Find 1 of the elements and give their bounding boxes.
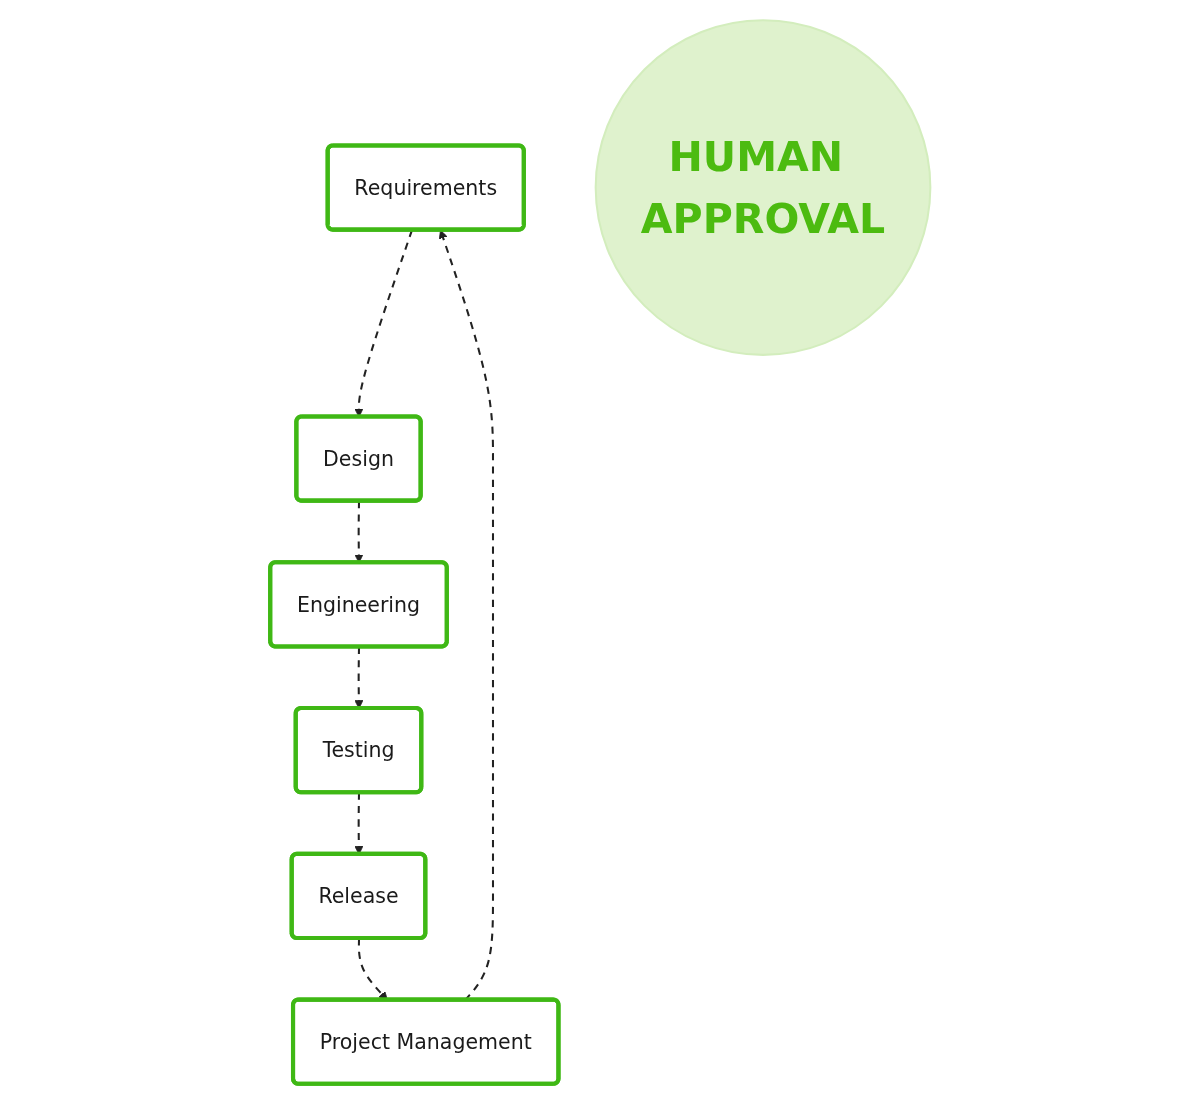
node-circle: HUMAN APPROVAL — [594, 19, 932, 356]
